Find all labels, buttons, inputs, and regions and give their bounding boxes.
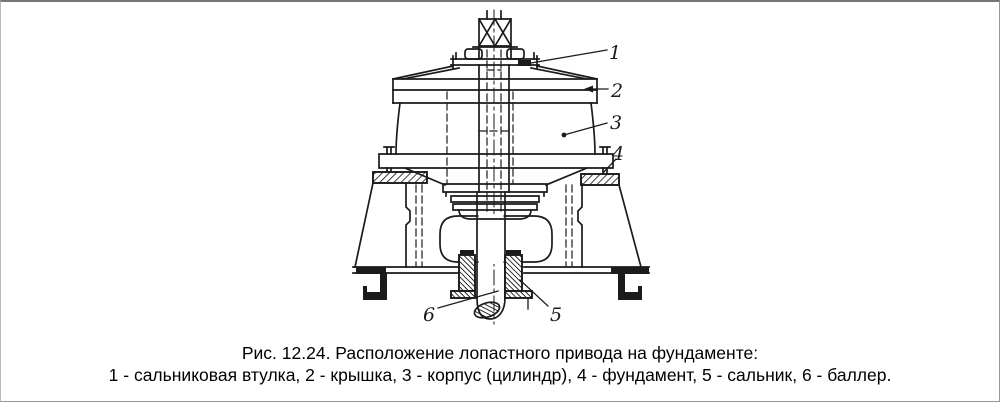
foundation-leg-left	[353, 181, 411, 269]
packing-stack	[442, 183, 548, 220]
foundation-cavity	[439, 215, 553, 263]
stuffing-box-bushing	[518, 60, 531, 66]
foundation-pads	[372, 171, 620, 186]
callout-number-2: 2	[610, 80, 623, 102]
angle-foot-right	[618, 273, 642, 300]
base-plate	[352, 266, 650, 274]
callout-number-4: 4	[611, 143, 624, 165]
leader-1	[530, 49, 608, 64]
foundation-leg-right	[577, 183, 643, 269]
figure-caption-title: Рис. 12.24. Расположение лопастного прив…	[241, 343, 759, 363]
rudder-stock	[473, 64, 510, 320]
housing-underside	[403, 166, 589, 187]
leader-4	[602, 158, 617, 174]
gland	[450, 250, 533, 310]
coupling	[464, 10, 525, 60]
leader-2-arrowhead	[584, 85, 593, 93]
leader-6	[437, 290, 499, 309]
leader-3-dot	[561, 132, 567, 138]
callout-number-1: 1	[609, 42, 621, 64]
foundation-flange	[378, 146, 614, 186]
callout-numbers: 1 2 3 4 5 6	[423, 42, 624, 326]
cylinder-body	[395, 102, 596, 155]
cover	[392, 78, 598, 104]
leader-5	[519, 279, 549, 307]
shaft-foreground-mask	[478, 214, 504, 264]
callout-number-5: 5	[550, 304, 562, 326]
callout-number-3: 3	[610, 112, 622, 134]
angle-foot-left	[363, 273, 387, 300]
bonnet-cone	[391, 64, 599, 81]
figure-caption-legend: 1 - сальниковая втулка, 2 - крышка, 3 - …	[108, 365, 892, 385]
leader-lines	[437, 49, 617, 309]
callout-number-6: 6	[423, 304, 435, 326]
leader-3	[563, 122, 608, 136]
